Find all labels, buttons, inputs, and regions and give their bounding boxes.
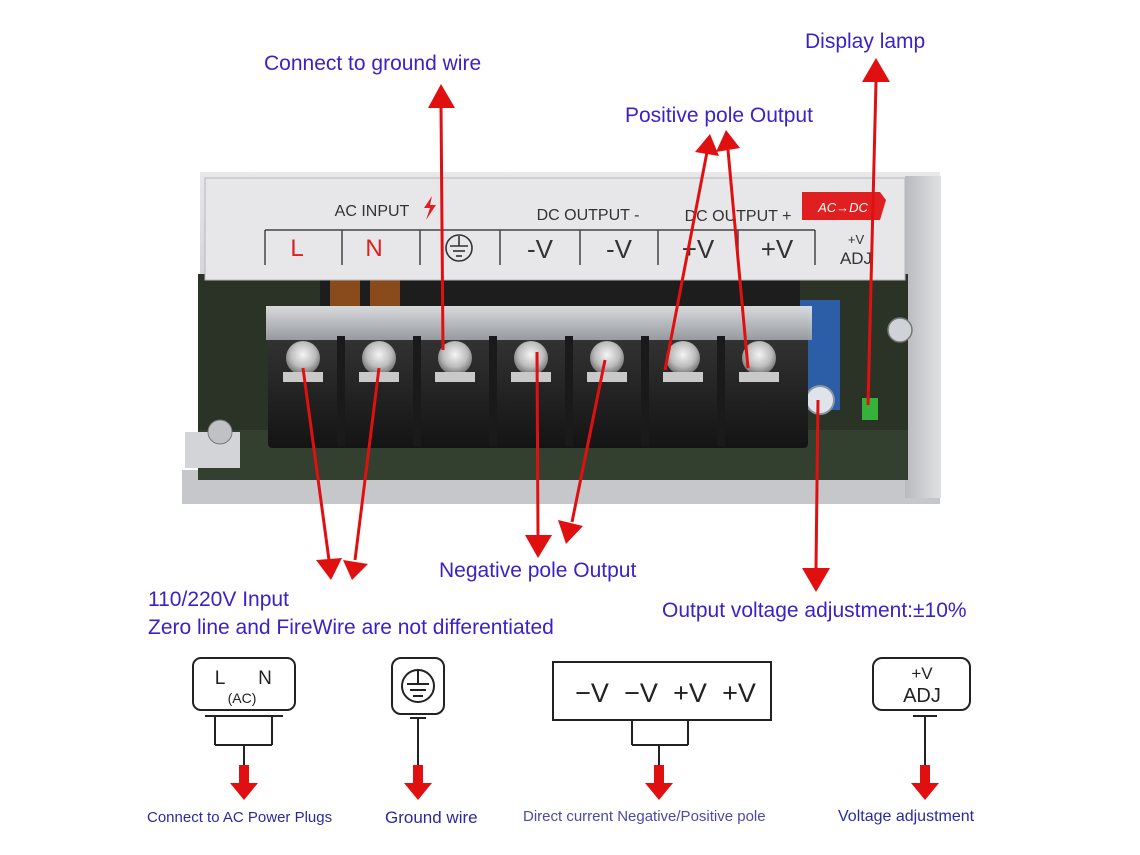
terminal-label-n: N [365,235,382,262]
caption-ground-wire: Ground wire [385,808,478,827]
terminal-screw [435,341,475,382]
adj-symbol-top: +V [911,664,933,683]
bottom-arrows [230,765,939,800]
arrow-adjust [802,399,830,592]
ac-symbol-n: N [258,668,272,689]
terminal-screw [663,341,703,382]
terminal-label-l: L [290,235,303,262]
ac-input-symbol [192,657,296,765]
label-negative-output: Negative pole Output [439,559,637,582]
dc-symbol-neg-1: −V [575,678,609,708]
arrow-input-n [343,367,381,580]
dc-symbol-pos-2: +V [722,678,756,708]
ac-symbol-sub: (AC) [228,690,257,706]
arrow-display-lamp [862,58,890,406]
ac-symbol-l: L [215,668,226,689]
ground-symbol-icon [445,234,473,262]
arrow-positive-2 [716,130,750,369]
dc-output-symbol [552,661,772,765]
arrow-down-ac [230,765,258,800]
arrow-positive-1 [663,134,719,371]
arrow-negative-2 [558,359,607,544]
terminal-screw [511,341,551,382]
terminal-screw [739,341,779,382]
lightning-icon [424,196,436,220]
arrow-down-dc [645,765,673,800]
adj-label-top: +V [848,232,865,247]
label-display-lamp: Display lamp [805,30,926,53]
dc-symbol-pos-1: +V [673,678,707,708]
label-positive-output: Positive pole Output [625,104,813,127]
caption-voltage-adjustment: Voltage adjustment [838,808,975,825]
adj-symbol-bottom: ADJ [903,685,941,707]
terminal-screw [587,341,627,382]
ac-dc-badge: AC→DC [817,200,868,215]
adj-symbol [872,657,971,765]
arrow-down-ground [404,765,432,800]
arrow-negative-1 [525,351,552,558]
terminal-label-panel: AC→DC AC INPUT DC OUTPUT - DC OUTPUT + L… [204,177,906,281]
label-input-note: Zero line and FireWire are not different… [148,616,554,639]
ac-input-heading: AC INPUT [335,203,410,220]
label-input-voltage: 110/220V Input [148,588,289,611]
terminal-label-neg-1: -V [527,234,554,264]
dc-symbol-neg-2: −V [624,678,658,708]
arrow-ground [428,84,455,351]
adj-label-bottom: ADJ [840,249,872,268]
caption-dc-poles: Direct current Negative/Positive pole [523,808,766,825]
dc-output-pos-heading: DC OUTPUT + [685,208,792,225]
dc-output-neg-heading: DC OUTPUT - [537,207,640,224]
label-connect-ground: Connect to ground wire [264,52,482,75]
callout-arrows [301,58,890,592]
arrow-down-adj [911,765,939,800]
arrow-input-l [301,367,342,580]
ground-symbol-box-icon [391,657,445,765]
label-voltage-adjustment: Output voltage adjustment:±10% [662,599,967,622]
terminal-label-pos-2: +V [761,234,794,264]
caption-ac-plugs: Connect to AC Power Plugs [147,809,333,826]
terminal-block [266,306,812,448]
terminal-label-neg-2: -V [606,234,633,264]
